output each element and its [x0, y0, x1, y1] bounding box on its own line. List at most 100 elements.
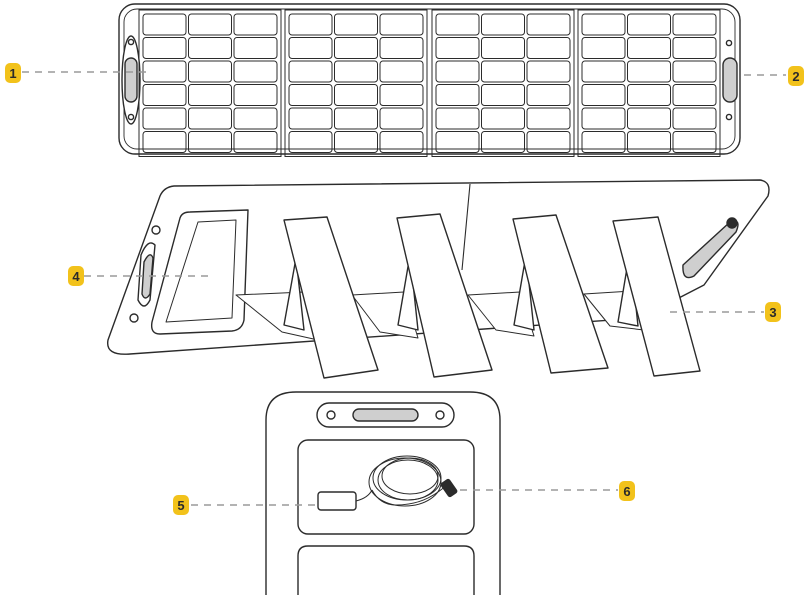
solar-cell	[481, 60, 525, 83]
solar-cell	[581, 60, 626, 83]
solar-cell	[581, 13, 626, 36]
solar-cell	[672, 131, 717, 153]
solar-cell	[233, 13, 278, 36]
solar-cell	[526, 84, 571, 106]
solar-cell	[581, 131, 626, 153]
solar-cell	[672, 13, 717, 36]
solar-cell	[233, 84, 278, 106]
solar-cell	[627, 60, 671, 83]
solar-cell	[435, 60, 480, 83]
solar-panel-section	[284, 9, 428, 157]
callout-2: 2	[788, 66, 804, 86]
solar-cell	[435, 84, 480, 106]
leader-lines	[22, 71, 786, 506]
solar-cell	[288, 131, 333, 153]
solar-cell	[435, 13, 480, 36]
solar-cell	[288, 13, 333, 36]
callout-4-number: 4	[72, 269, 80, 284]
solar-cell	[288, 84, 333, 106]
right-handle-icon	[722, 39, 738, 121]
solar-cell	[627, 131, 671, 153]
kickstand-plates	[283, 213, 701, 379]
solar-cell	[334, 107, 378, 130]
solar-cell	[526, 131, 571, 153]
bag-lower-pocket	[297, 545, 475, 595]
solar-cell	[288, 37, 333, 59]
solar-cell	[481, 84, 525, 106]
junction-box	[150, 209, 249, 335]
callout-3-number: 3	[769, 305, 776, 320]
solar-cell	[672, 84, 717, 106]
solar-cell	[481, 37, 525, 59]
solar-cell	[627, 107, 671, 130]
solar-cell	[526, 13, 571, 36]
solar-cell	[379, 131, 424, 153]
callouts: 1 2 3 4 5 6	[5, 63, 804, 515]
solar-cell	[142, 131, 187, 153]
solar-cell	[233, 37, 278, 59]
solar-panel-section	[138, 9, 282, 157]
callout-4: 4	[68, 266, 84, 286]
solar-cell	[379, 107, 424, 130]
solar-cell	[233, 131, 278, 153]
solar-cell	[288, 107, 333, 130]
bag-handle-icon	[316, 402, 455, 428]
solar-cell	[188, 60, 232, 83]
callout-5-number: 5	[177, 498, 184, 513]
carry-bag-view	[265, 391, 501, 595]
panel-left-handle-icon	[129, 225, 161, 323]
solar-cell	[379, 13, 424, 36]
solar-cell	[672, 37, 717, 59]
solar-cell	[188, 131, 232, 153]
solar-cell	[581, 37, 626, 59]
solar-cell	[334, 84, 378, 106]
solar-cell	[288, 60, 333, 83]
solar-cell	[379, 84, 424, 106]
panel-right-handle-icon	[682, 217, 739, 279]
solar-cells-grid	[138, 9, 721, 157]
solar-panel-top-view	[118, 3, 741, 157]
solar-cell	[435, 37, 480, 59]
solar-cell	[379, 37, 424, 59]
solar-cell	[379, 60, 424, 83]
solar-cell	[142, 84, 187, 106]
callout-1-number: 1	[9, 66, 16, 81]
solar-cell	[526, 37, 571, 59]
solar-cell	[233, 60, 278, 83]
callout-2-number: 2	[792, 69, 799, 84]
solar-cell	[142, 107, 187, 130]
solar-cell	[142, 13, 187, 36]
callout-5: 5	[173, 495, 189, 515]
solar-cell	[334, 13, 378, 36]
solar-cell	[481, 131, 525, 153]
solar-panel-section	[431, 9, 575, 157]
solar-cell	[188, 84, 232, 106]
solar-cell	[481, 107, 525, 130]
solar-cell	[526, 107, 571, 130]
solar-panel-stand-view	[106, 179, 770, 379]
solar-cell	[435, 131, 480, 153]
solar-cell	[672, 60, 717, 83]
solar-cell	[142, 37, 187, 59]
solar-cell	[334, 131, 378, 153]
callout-6: 6	[619, 481, 635, 501]
callout-1: 1	[5, 63, 21, 83]
solar-panel-section	[577, 9, 721, 157]
solar-cell	[581, 84, 626, 106]
callout-3: 3	[765, 302, 781, 322]
solar-cell	[435, 107, 480, 130]
solar-cell	[627, 37, 671, 59]
solar-cell	[526, 60, 571, 83]
left-handle-icon	[121, 35, 141, 125]
solar-cell	[672, 107, 717, 130]
solar-cell	[481, 13, 525, 36]
solar-cell	[188, 107, 232, 130]
solar-cell	[188, 13, 232, 36]
solar-cell	[334, 60, 378, 83]
solar-cell	[188, 37, 232, 59]
solar-cell	[233, 107, 278, 130]
solar-cell	[581, 107, 626, 130]
solar-cell	[627, 84, 671, 106]
callout-6-number: 6	[623, 484, 630, 499]
